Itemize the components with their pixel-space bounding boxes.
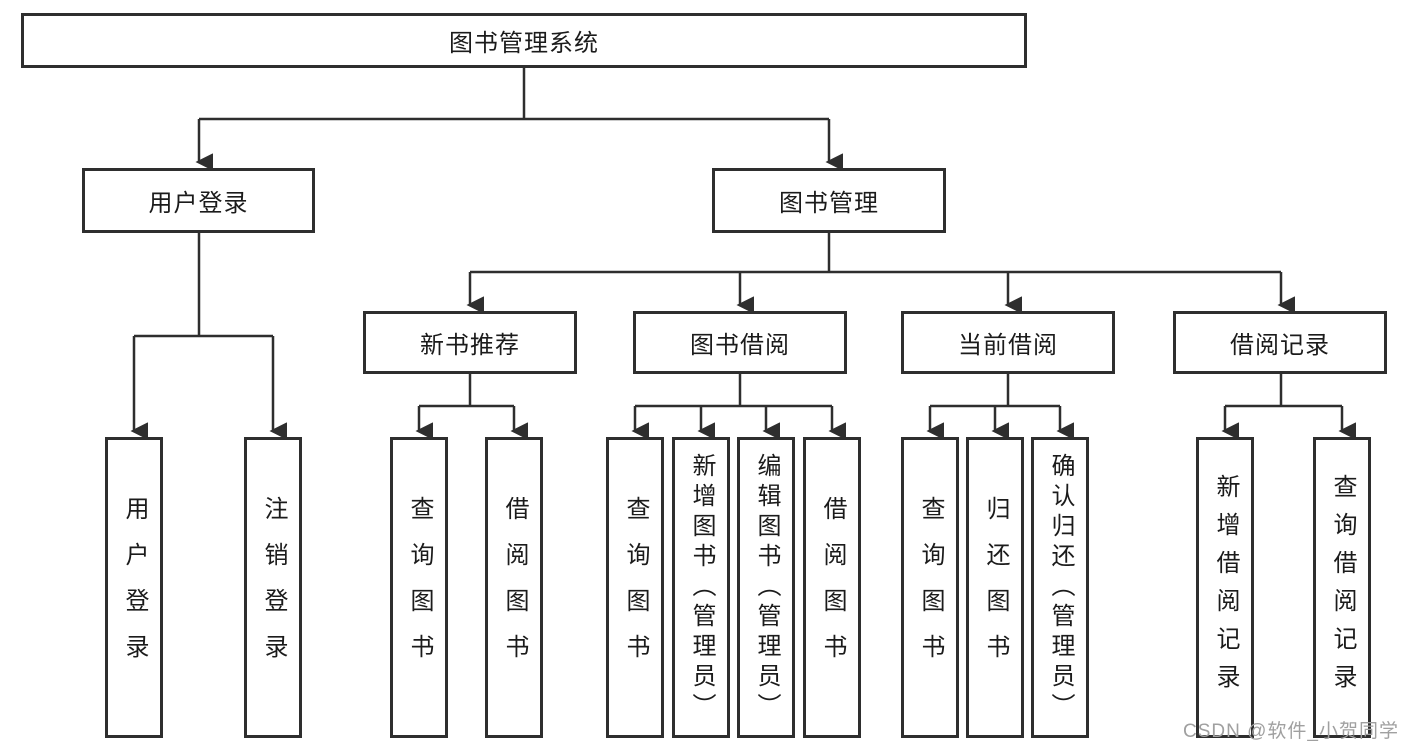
node-book-management: 图书管理 — [712, 168, 946, 233]
node-label: 查询图书 — [622, 495, 649, 680]
node-new-book-recommend: 新书推荐 — [363, 311, 577, 374]
node-label: 当前借阅 — [958, 332, 1058, 359]
node-label: 借阅记录 — [1230, 332, 1330, 359]
leaf-user-login: 用户登录 — [105, 437, 163, 738]
leaf-add-borrow-record: 新增借阅记录 — [1196, 437, 1254, 738]
node-label: 新增借阅记录 — [1212, 473, 1239, 702]
leaf-edit-books-admin: 编辑图书（管理员） — [737, 437, 795, 738]
leaf-borrow-books: 借阅图书 — [803, 437, 861, 738]
node-borrowing-records: 借阅记录 — [1173, 311, 1387, 374]
leaf-borrow-books-recommend: 借阅图书 — [485, 437, 543, 738]
node-label: 确认归还（管理员） — [1047, 452, 1074, 723]
leaf-confirm-return-admin: 确认归还（管理员） — [1031, 437, 1089, 738]
leaf-query-borrow-record: 查询借阅记录 — [1313, 437, 1371, 738]
node-label: 借阅图书 — [819, 495, 846, 680]
node-label: 编辑图书（管理员） — [753, 452, 780, 723]
leaf-return-books: 归还图书 — [966, 437, 1024, 738]
node-label: 图书借阅 — [690, 332, 790, 359]
leaf-query-books-recommend: 查询图书 — [390, 437, 448, 738]
leaf-query-books-current: 查询图书 — [901, 437, 959, 738]
node-label: 图书管理系统 — [449, 30, 599, 57]
node-label: 新增图书（管理员） — [688, 452, 715, 723]
leaf-add-books-admin: 新增图书（管理员） — [672, 437, 730, 738]
leaf-logout: 注销登录 — [244, 437, 302, 738]
node-label: 查询借阅记录 — [1329, 473, 1356, 702]
node-label: 查询图书 — [917, 495, 944, 680]
node-label: 借阅图书 — [501, 495, 528, 680]
node-label: 新书推荐 — [420, 332, 520, 359]
node-current-borrowing: 当前借阅 — [901, 311, 1115, 374]
node-user-login-group: 用户登录 — [82, 168, 315, 233]
csdn-watermark: CSDN @软件_小贺同学 — [1183, 721, 1399, 742]
leaf-query-books-borrowing: 查询图书 — [606, 437, 664, 738]
node-label: 图书管理 — [779, 190, 879, 217]
node-label: 注销登录 — [260, 495, 287, 680]
node-book-borrowing: 图书借阅 — [633, 311, 847, 374]
node-label: 查询图书 — [406, 495, 433, 680]
node-label: 归还图书 — [982, 495, 1009, 680]
node-label: 用户登录 — [148, 190, 249, 217]
node-label: 用户登录 — [121, 495, 148, 680]
node-root-system: 图书管理系统 — [21, 13, 1027, 68]
